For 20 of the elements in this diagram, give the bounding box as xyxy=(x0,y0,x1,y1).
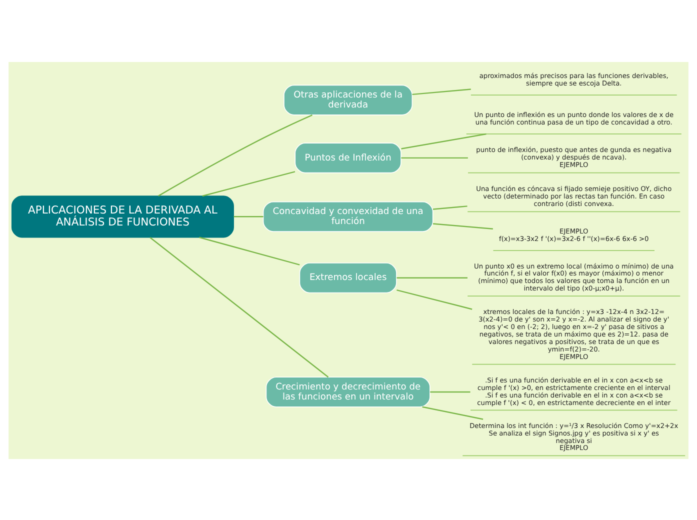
connector xyxy=(202,170,296,196)
connector xyxy=(199,236,300,265)
node-box: Concavidad y convexidad de una función xyxy=(262,200,434,232)
node-box: Extremos locales xyxy=(299,262,397,293)
node-box: Crecimiento y decrecimiento de las funciones en un intervalo xyxy=(266,376,430,407)
connector xyxy=(430,390,470,392)
connector xyxy=(396,288,472,310)
connector xyxy=(422,406,484,420)
connector xyxy=(158,114,312,196)
connector xyxy=(432,205,468,210)
node-box: Otras aplicaciones de la derivada xyxy=(284,84,413,115)
connector xyxy=(401,132,486,149)
node-box: Puntos de Inflexión xyxy=(294,142,402,173)
connector xyxy=(412,88,471,95)
node-box: APLICACIONES DE LA DERIVADA AL ANÁLISIS DE FUNCIONES xyxy=(11,195,234,238)
connector xyxy=(150,236,329,378)
connector xyxy=(432,222,493,229)
connector xyxy=(401,156,468,158)
connector xyxy=(234,216,264,217)
connector xyxy=(396,276,468,278)
